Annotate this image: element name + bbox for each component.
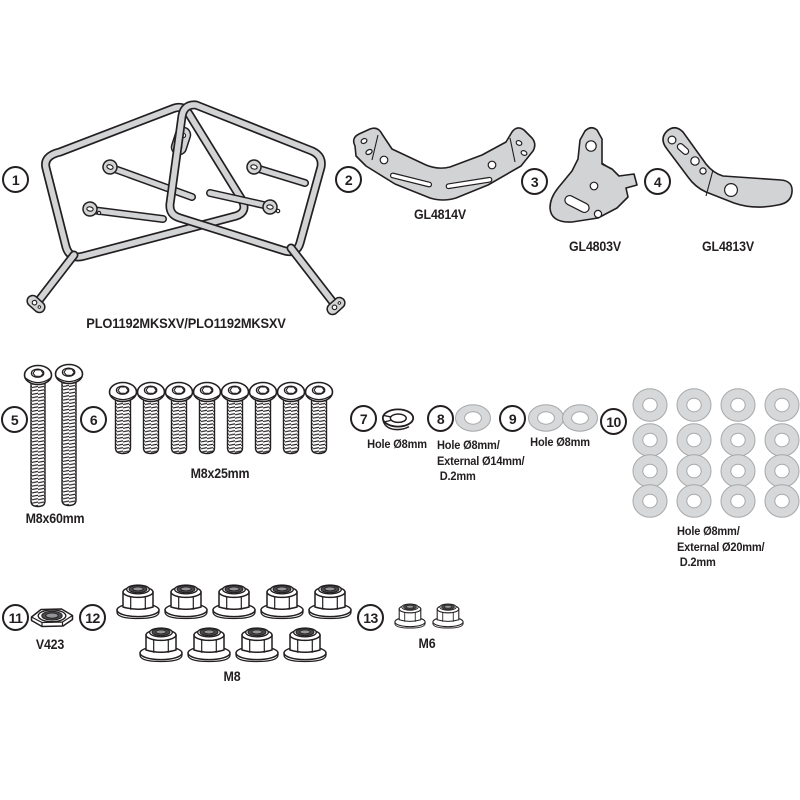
part-13-label: M6 bbox=[418, 636, 436, 651]
washer-icon bbox=[676, 454, 712, 488]
v-bracket-icon bbox=[352, 127, 536, 201]
part-4-drawing bbox=[662, 126, 793, 208]
washer-icon bbox=[632, 423, 668, 457]
part-6-label: M8x25mm bbox=[190, 466, 250, 481]
part-8-label-line2: External Ø14mm/ bbox=[437, 453, 525, 468]
part-8-label-line1: Hole Ø8mm/ bbox=[437, 438, 500, 452]
part-10-label: Hole Ø8mm/ External Ø20mm/ D.2mm bbox=[677, 524, 765, 571]
part-12-drawing bbox=[116, 584, 352, 663]
arm-bracket-icon bbox=[662, 126, 793, 208]
washer-icon bbox=[676, 423, 712, 457]
thin-nut-icon bbox=[30, 608, 74, 628]
part-9-drawing bbox=[528, 404, 598, 432]
arm-tab-icon bbox=[81, 200, 99, 218]
part-6-drawing bbox=[110, 383, 333, 454]
part-4-number: 4 bbox=[644, 168, 671, 195]
part-7-drawing bbox=[381, 408, 415, 431]
part-11-drawing bbox=[30, 608, 74, 628]
bolt-m8x25-icon bbox=[138, 383, 165, 454]
flange-nut-m8-icon bbox=[164, 584, 208, 620]
washer-icon bbox=[676, 484, 712, 518]
part-8-label: Hole Ø8mm/ External Ø14mm/ D.2mm bbox=[437, 438, 525, 485]
part-8-label-line3: D.2mm bbox=[439, 469, 476, 483]
spring-washer-icon bbox=[381, 408, 415, 431]
part-8-number: 8 bbox=[427, 405, 454, 432]
flange-nut-m6-icon bbox=[433, 604, 463, 628]
bolt-m8x25-icon bbox=[194, 383, 221, 454]
washer-icon bbox=[764, 454, 800, 488]
flange-nut-m8-icon bbox=[283, 627, 327, 663]
flange-nut-m8-icon bbox=[212, 584, 256, 620]
flange-nut-m8-icon bbox=[116, 584, 160, 620]
part-2-label: GL4814V bbox=[414, 207, 466, 222]
part-3-number: 3 bbox=[521, 168, 548, 195]
part-1-number: 1 bbox=[2, 166, 29, 193]
part-3-drawing bbox=[549, 126, 638, 223]
washer-icon bbox=[720, 454, 756, 488]
part-4-label: GL4813V bbox=[702, 239, 754, 254]
part-12-number: 12 bbox=[79, 604, 106, 631]
part-2-number: 2 bbox=[335, 166, 362, 193]
washer-icon bbox=[720, 423, 756, 457]
part-8-drawing bbox=[455, 404, 491, 432]
part-9-label: Hole Ø8mm bbox=[530, 435, 590, 449]
part-11-label: V423 bbox=[35, 637, 65, 652]
bolt-m8x25-icon bbox=[222, 383, 249, 454]
washer-icon bbox=[632, 484, 668, 518]
bolt-m8x25-icon bbox=[250, 383, 277, 454]
part-11-number: 11 bbox=[2, 604, 29, 631]
flange-nut-m6-icon bbox=[395, 604, 425, 628]
part-10-label-line2: External Ø20mm/ bbox=[677, 539, 765, 554]
flat-washer-icon bbox=[528, 404, 564, 432]
part-1-drawing bbox=[24, 100, 348, 318]
part-7-label: Hole Ø8mm bbox=[367, 437, 427, 451]
washer-icon bbox=[764, 423, 800, 457]
flange-nut-m8-icon bbox=[308, 584, 352, 620]
part-5-label: M8x60mm bbox=[25, 511, 85, 526]
part-2-drawing bbox=[352, 127, 536, 201]
part-3-label: GL4803V bbox=[569, 239, 621, 254]
washer-icon bbox=[720, 388, 756, 422]
part-12-label: M8 bbox=[223, 669, 241, 684]
bolt-m8x25-icon bbox=[306, 383, 333, 454]
part-1-label: PLO1192MKSXV/PLO1192MKSXV bbox=[86, 315, 286, 331]
flange-nut-m8-icon bbox=[139, 627, 183, 663]
washer-icon bbox=[632, 454, 668, 488]
bolt-m8x25-icon bbox=[166, 383, 193, 454]
part-10-label-line3: D.2mm bbox=[679, 555, 716, 569]
bolt-m8x60-icon bbox=[56, 365, 83, 506]
part-13-number: 13 bbox=[357, 604, 384, 631]
flange-nut-m8-icon bbox=[187, 627, 231, 663]
washer-icon bbox=[676, 388, 712, 422]
part-10-number: 10 bbox=[600, 408, 627, 435]
part-13-drawing bbox=[395, 604, 463, 628]
washer-icon bbox=[764, 388, 800, 422]
bolt-m8x60-icon bbox=[25, 366, 52, 507]
part-5-number: 5 bbox=[1, 406, 28, 433]
part-10-label-line1: Hole Ø8mm/ bbox=[677, 524, 740, 538]
washer-icon bbox=[720, 484, 756, 518]
flange-nut-m8-icon bbox=[260, 584, 304, 620]
bolt-m8x25-icon bbox=[278, 383, 305, 454]
washer-icon bbox=[764, 484, 800, 518]
part-10-drawing bbox=[632, 388, 800, 518]
part-9-number: 9 bbox=[499, 405, 526, 432]
part-5-drawing bbox=[25, 365, 83, 507]
flat-washer-icon bbox=[455, 404, 491, 432]
washer-icon bbox=[632, 388, 668, 422]
part-7-number: 7 bbox=[350, 405, 377, 432]
flange-nut-m8-icon bbox=[235, 627, 279, 663]
part-6-number: 6 bbox=[80, 406, 107, 433]
flat-washer-icon bbox=[562, 404, 598, 432]
bolt-m8x25-icon bbox=[110, 383, 137, 454]
